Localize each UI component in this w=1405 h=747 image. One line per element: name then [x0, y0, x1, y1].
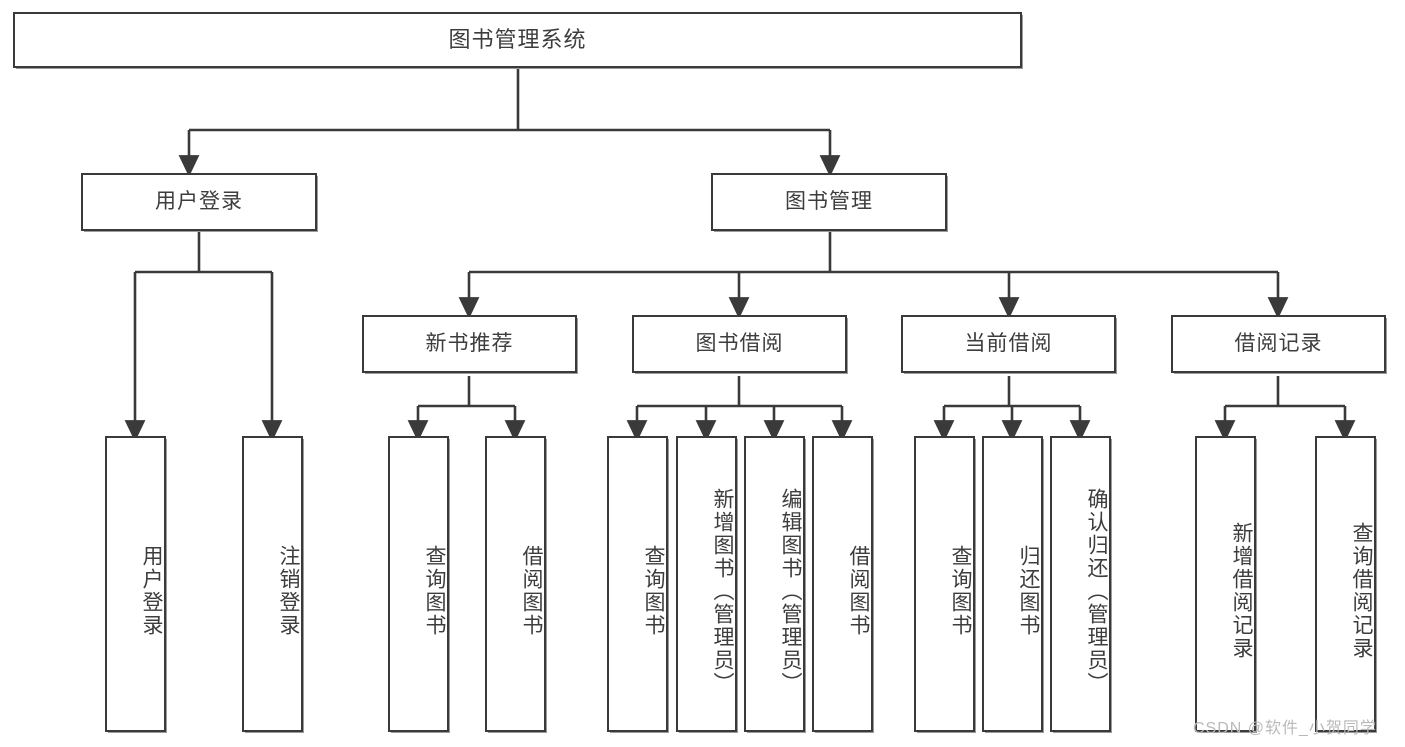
leaf-label: 确认归还（管理员）: [1085, 487, 1108, 695]
node-leaf-new-book-borrow[interactable]: 借阅图书: [485, 436, 546, 732]
node-book-borrow[interactable]: 图书借阅: [632, 315, 847, 373]
node-leaf-current-borrow-confirm[interactable]: 确认归还（管理员）: [1050, 436, 1111, 732]
node-leaf-book-borrow-query[interactable]: 查询图书: [607, 436, 668, 732]
leaf-label: 借阅图书: [520, 545, 543, 637]
leaf-label: 借阅图书: [847, 545, 870, 637]
node-leaf-current-borrow-query[interactable]: 查询图书: [914, 436, 975, 732]
node-leaf-borrow-record-add[interactable]: 新增借阅记录: [1195, 436, 1256, 732]
node-leaf-user-login-logout[interactable]: 注销登录: [242, 436, 303, 732]
node-leaf-borrow-record-query[interactable]: 查询借阅记录: [1315, 436, 1376, 732]
node-leaf-current-borrow-return[interactable]: 归还图书: [982, 436, 1043, 732]
node-leaf-book-borrow-borrow[interactable]: 借阅图书: [812, 436, 873, 732]
node-new-book-recommend[interactable]: 新书推荐: [362, 315, 577, 373]
leaf-label: 编辑图书（管理员）: [779, 487, 802, 695]
node-root-system[interactable]: 图书管理系统: [13, 12, 1022, 68]
node-leaf-book-borrow-add[interactable]: 新增图书（管理员）: [676, 436, 737, 732]
leaf-label: 新增借阅记录: [1230, 522, 1253, 660]
node-leaf-user-login-login[interactable]: 用户登录: [105, 436, 166, 732]
leaf-label: 新增图书（管理员）: [711, 487, 734, 695]
leaf-label: 查询图书: [423, 545, 446, 637]
leaf-label: 查询图书: [949, 545, 972, 637]
leaf-label: 查询借阅记录: [1350, 522, 1373, 660]
csdn-watermark: CSDN @软件_小贺同学: [1193, 720, 1377, 737]
node-current-borrow[interactable]: 当前借阅: [901, 315, 1116, 373]
leaf-label: 归还图书: [1017, 545, 1040, 637]
leaf-label: 注销登录: [277, 545, 300, 637]
node-book-manage[interactable]: 图书管理: [711, 173, 947, 231]
node-borrow-record[interactable]: 借阅记录: [1171, 315, 1386, 373]
leaf-label: 用户登录: [140, 545, 163, 637]
node-leaf-new-book-query[interactable]: 查询图书: [388, 436, 449, 732]
node-leaf-book-borrow-edit[interactable]: 编辑图书（管理员）: [744, 436, 805, 732]
leaf-label: 查询图书: [642, 545, 665, 637]
node-user-login[interactable]: 用户登录: [81, 173, 317, 231]
